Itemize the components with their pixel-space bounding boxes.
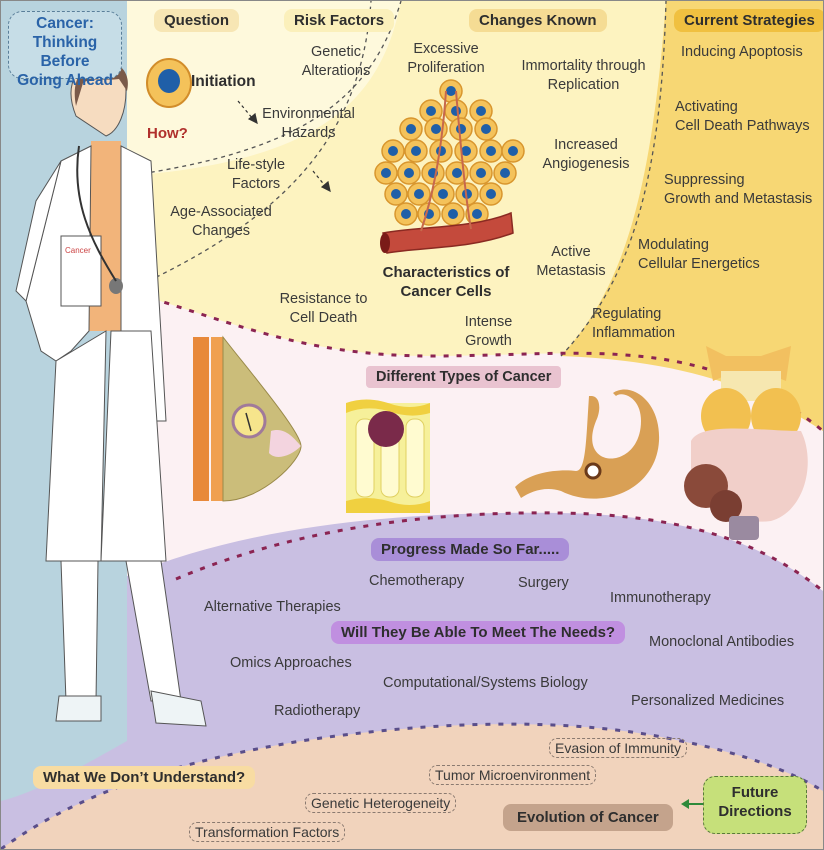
page-title: Cancer: Thinking Before Going Ahead	[17, 15, 113, 89]
cell-nucleus	[452, 168, 462, 178]
strategy-item: Regulating Inflammation	[592, 306, 676, 341]
strategy-item: Modulating Cellular Energetics	[638, 237, 760, 272]
risk-factor-item: Age-Associated Changes	[170, 204, 272, 239]
cell-nucleus	[461, 146, 471, 156]
strategy-item: Activating Cell Death Pathways	[675, 99, 810, 134]
change-item: Resistance to Cell Death	[279, 291, 368, 326]
stethoscope-icon	[109, 278, 123, 294]
cell-nucleus	[448, 209, 458, 219]
cancer-types-header: Different Types of Cancer	[366, 366, 562, 388]
unknown-item: Tumor Microenvironment	[429, 765, 597, 785]
unknown-item: Evasion of Immunity	[549, 738, 688, 758]
cell-nucleus	[476, 168, 486, 178]
progress-item: Chemotherapy	[369, 573, 465, 589]
breast-cancer-illustration	[193, 335, 302, 502]
cell-nucleus	[426, 106, 436, 116]
blood-vessel-icon	[380, 90, 514, 254]
initiation-label: Initiation	[191, 73, 256, 90]
cell-nucleus	[486, 189, 496, 199]
cell-nucleus	[438, 189, 448, 199]
risk-factor-item: Genetic Alterations	[301, 44, 371, 79]
question-area	[127, 1, 401, 176]
risk-factors-header: Risk Factors	[284, 9, 395, 32]
initiation-cell-icon	[146, 58, 192, 108]
change-item: Intense Growth	[464, 314, 513, 349]
evolution-label: Evolution of Cancer	[503, 804, 673, 831]
strategies-band	[561, 1, 823, 431]
arrow-icons	[237, 100, 331, 193]
cell-nucleus	[456, 124, 466, 134]
current-strategies-header: Current Strategies	[674, 9, 823, 32]
cell-nucleus	[486, 146, 496, 156]
cell-nucleus	[388, 146, 398, 156]
unknown-item: Genetic Heterogeneity	[305, 793, 457, 813]
stomach-cancer-illustration	[515, 389, 660, 499]
clipboard-icon	[60, 235, 102, 307]
changes-known-header: Changes Known	[469, 9, 607, 32]
cell-nucleus	[481, 124, 491, 134]
progress-item: Personalized Medicines	[631, 693, 785, 709]
divider-changes	[560, 1, 667, 357]
risk-factor-item: Environmental Hazards	[262, 106, 355, 141]
cell-nucleus	[508, 146, 518, 156]
cell-nucleus	[411, 146, 421, 156]
progress-item: Alternative Therapies	[204, 599, 341, 615]
question-header: Question	[154, 9, 240, 32]
cell-nucleus	[406, 124, 416, 134]
cell-nucleus	[391, 189, 401, 199]
change-item: Active Metastasis	[536, 244, 606, 279]
future-directions-box: Future Directions	[703, 776, 807, 834]
change-item: Excessive Proliferation	[407, 41, 485, 76]
cell-nucleus	[404, 168, 414, 178]
arrow-left-icon	[685, 803, 715, 805]
divider-question	[126, 1, 402, 177]
change-item: Immortality through Replication	[521, 58, 646, 93]
divider-risk	[126, 1, 372, 292]
progress-item: Omics Approaches	[230, 655, 352, 671]
cancer-cell-cluster-icon	[374, 79, 525, 226]
cell-nucleus	[381, 168, 391, 178]
progress-item: Surgery	[518, 575, 569, 591]
characteristics-label: Characteristics of Cancer Cells	[382, 264, 510, 300]
how-label: How?	[147, 125, 188, 142]
cell-nucleus	[451, 106, 461, 116]
progress-item: Computational/Systems Biology	[383, 675, 588, 691]
change-item: Increased Angiogenesis	[542, 137, 630, 172]
divider-types-bottom	[175, 511, 823, 593]
progress-item: Radiotherapy	[274, 703, 361, 719]
doctor-illustration	[15, 61, 207, 727]
progress-item: Monoclonal Antibodies	[649, 634, 795, 650]
clipboard-text: Cancer	[65, 246, 91, 255]
risk-factor-item: Life-style Factors	[226, 157, 286, 192]
unknown-header: What We Don’t Understand?	[33, 766, 256, 789]
progress-header: Progress Made So Far.....	[371, 538, 570, 561]
cell-nucleus	[500, 168, 510, 178]
unknown-item: Transformation Factors	[189, 822, 346, 842]
progress-item: Immunotherapy	[610, 590, 711, 606]
cell-nucleus	[476, 106, 486, 116]
progress-question: Will They Be Able To Meet The Needs?	[331, 621, 626, 644]
cell-nucleus	[414, 189, 424, 199]
cell-nucleus	[431, 124, 441, 134]
thyroid-cancer-illustration	[684, 346, 808, 540]
cell-nucleus	[472, 209, 482, 219]
cell-nucleus	[446, 86, 456, 96]
cell-nucleus	[401, 209, 411, 219]
arrow-head-icon	[681, 799, 689, 809]
colon-cancer-illustration	[346, 399, 430, 513]
strategy-item: Inducing Apoptosis	[681, 44, 803, 60]
strategy-item: Suppressing Growth and Metastasis	[664, 172, 813, 207]
title-box	[8, 11, 122, 79]
